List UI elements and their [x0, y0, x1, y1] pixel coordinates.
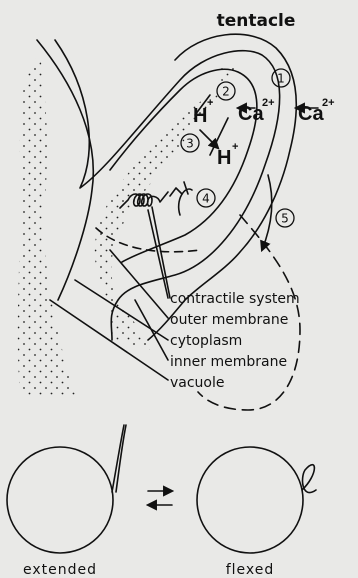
step-1-marker: 1 [272, 69, 290, 87]
label-outer-membrane: outer membrane [170, 312, 288, 328]
step-5-marker: 5 [276, 209, 294, 227]
label-inner-membrane: inner membrane [170, 354, 287, 370]
svg-text:1: 1 [277, 72, 285, 86]
svg-text:5: 5 [281, 212, 289, 226]
cytoplasm-stipple-left [18, 55, 75, 395]
ca-inner-label: Ca [238, 103, 264, 125]
flexed-cell [197, 447, 316, 553]
h-right-charge: + [232, 141, 238, 153]
inner-membrane-line [110, 69, 257, 262]
h-right-label: H [217, 147, 231, 169]
svg-text:3: 3 [186, 137, 194, 151]
step-4-marker: 4 [197, 189, 215, 207]
cytoplasm-stipple-tentacle [95, 65, 235, 350]
svg-text:2: 2 [222, 85, 230, 99]
ca-outer-charge: 2+ [322, 97, 335, 109]
label-vacuole: vacuole [170, 375, 225, 391]
extended-cell [7, 425, 126, 553]
h-left-charge: + [207, 97, 213, 109]
tentacle-label: tentacle [217, 11, 296, 31]
label-extended: extended [23, 562, 97, 578]
step-3-marker: 3 [181, 134, 199, 152]
label-cytoplasm: cytoplasm [170, 333, 242, 349]
h-left-label: H [193, 105, 207, 127]
label-contractile-system: contractile system [170, 291, 300, 307]
svg-text:4: 4 [202, 192, 210, 206]
label-flexed: flexed [226, 562, 275, 578]
ca-outer-label: Ca [298, 103, 324, 125]
ca-inner-charge: 2+ [262, 97, 275, 109]
